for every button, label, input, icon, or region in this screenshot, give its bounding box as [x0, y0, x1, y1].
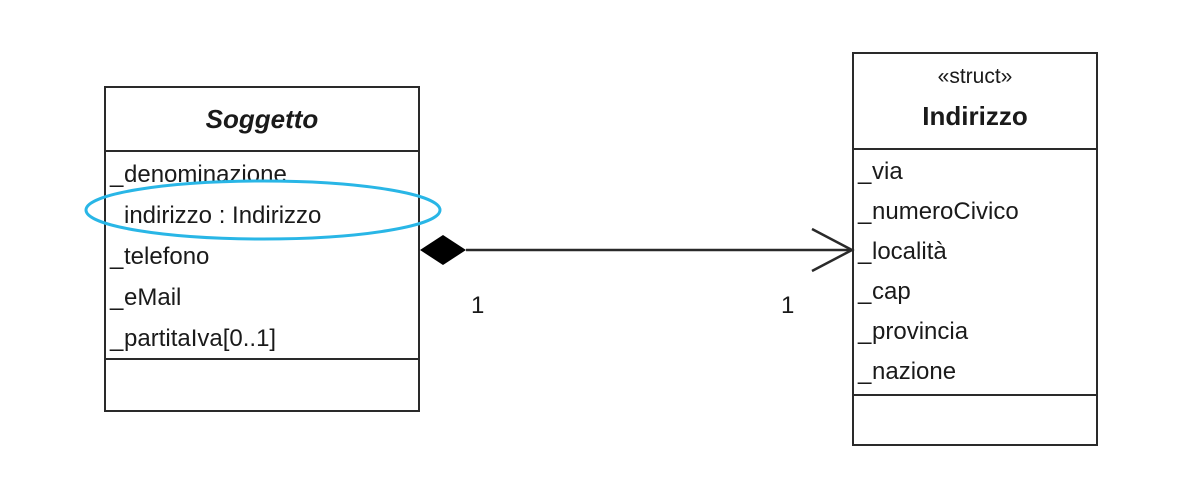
attribute-row: _partitaIva[0..1] [110, 325, 277, 352]
class-soggetto-attributes: _denominazione indirizzo : Indirizzo _te… [106, 152, 418, 360]
target-multiplicity: 1 [781, 292, 795, 319]
class-soggetto-name: Soggetto [106, 88, 418, 152]
class-indirizzo-attributes: _via _numeroCivico _località _cap _provi… [854, 150, 1096, 396]
attribute-numerocivico: numeroCivico [872, 198, 1019, 225]
class-indirizzo: «struct» Indirizzo _via _numeroCivico _l… [852, 52, 1098, 446]
attribute-row: _numeroCivico [858, 198, 1019, 225]
attribute-indirizzo: indirizzo : Indirizzo [124, 202, 322, 229]
attribute-telefono: telefono [124, 243, 210, 270]
attribute-row: _cap [858, 278, 911, 305]
attribute-row: _nazione [858, 358, 957, 385]
attribute-row: _via [858, 158, 903, 185]
attribute-row: _provincia [858, 318, 969, 345]
class-soggetto: Soggetto _denominazione indirizzo : Indi… [104, 86, 420, 412]
attribute-row: _telefono [110, 243, 210, 270]
composition-diamond-icon [420, 235, 466, 265]
attribute-cap: cap [872, 278, 911, 305]
source-multiplicity: 1 [471, 292, 485, 319]
attribute-row: _località [858, 238, 947, 265]
attribute-via: via [872, 158, 903, 185]
class-indirizzo-stereotype: «struct» [937, 65, 1013, 88]
attribute-nazione: nazione [872, 358, 957, 385]
open-arrowhead-icon [811, 227, 855, 273]
class-indirizzo-header: «struct» Indirizzo [854, 54, 1096, 150]
attribute-localita: località [872, 238, 947, 265]
attribute-email: eMail [124, 284, 182, 311]
attribute-row: indirizzo : Indirizzo [106, 195, 418, 236]
attribute-row: _eMail [110, 284, 182, 311]
attribute-partitaiva: partitaIva[0..1] [124, 325, 277, 352]
class-indirizzo-name: Indirizzo [922, 101, 1028, 131]
attribute-provincia: provincia [872, 318, 969, 345]
highlight-ellipse [84, 179, 442, 241]
